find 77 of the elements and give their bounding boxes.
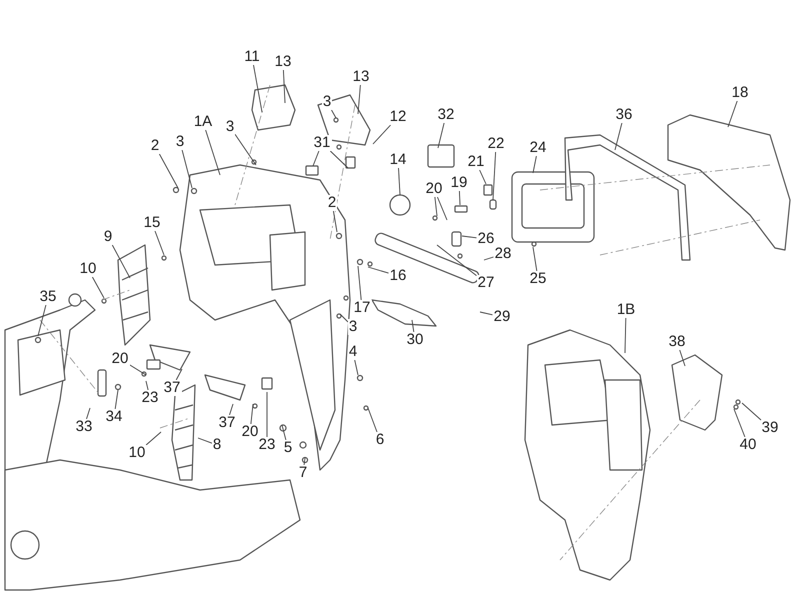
callout-number: 21 [466,154,486,170]
callout-number: 15 [142,215,162,231]
leader-line [205,130,220,176]
leader-line [340,314,348,322]
leader-line [742,402,762,420]
leader-line [92,276,104,298]
callout-number: 37 [162,380,182,396]
leader-line [129,364,146,376]
callout-number: 2 [150,138,160,154]
leader-line [368,266,389,274]
leader-line [462,236,477,238]
leader-line [304,458,306,466]
callout-number: 32 [436,107,456,123]
callout-number: 1A [193,114,213,130]
callout-number: 38 [668,334,686,350]
leader-line [312,150,320,166]
leader-line [354,360,358,376]
leader-line [480,312,493,316]
leader-line [728,100,738,128]
leader-line [154,230,164,256]
leader-line [532,246,538,272]
leader-line [624,318,626,354]
leader-line [398,168,400,196]
leader-line [38,304,46,336]
callout-number: 3 [175,134,185,150]
leader-line [358,84,361,114]
callout-number: 20 [110,351,130,367]
leader-line [492,152,496,200]
callout-number: 4 [348,344,358,360]
leader-line [176,368,182,380]
leader-line [484,256,494,260]
leader-line [229,404,234,416]
callout-number: 11 [243,49,261,65]
leader-line [532,156,537,174]
leader-line [458,190,460,206]
leader-line [112,244,130,278]
leader-line [266,392,268,438]
leader-line [146,380,149,390]
leader-line [250,404,254,424]
leader-line [614,122,622,150]
leader-line [114,390,118,410]
callout-number: 3 [225,119,235,135]
callout-number: 18 [730,85,750,101]
leader-line [182,150,192,188]
leader-line [330,150,348,168]
leader-line [436,244,477,276]
callout-number: 31 [312,135,332,151]
callout-number: 3 [322,94,332,110]
callout-number: 2 [327,195,337,211]
leader-line [438,122,445,148]
leader-line [86,408,90,420]
leader-line [234,134,256,166]
callout-number: 9 [103,229,113,245]
callout-number: 24 [528,140,548,156]
leader-line [282,424,286,440]
leader-line [412,320,414,332]
leader-line [434,196,438,216]
leader-line [253,64,262,112]
callout-number: 36 [614,107,634,123]
leader-line [368,408,378,432]
leader-line [331,110,336,118]
callout-number: 20 [424,181,444,197]
callout-number: 12 [388,109,408,125]
leader-line [158,154,178,188]
leader-line [358,266,362,300]
leader-line [146,432,162,446]
leader-line [282,70,286,104]
leader-line [734,408,746,438]
leader-line [479,170,486,184]
callout-number: 10 [78,261,98,277]
leader-line [198,438,212,444]
callout-number: 35 [38,289,58,305]
leader-line [436,196,448,220]
callout-number: 3 [348,319,358,335]
leader-line [332,210,338,232]
leader-line [679,350,686,366]
leader-line [372,124,392,144]
